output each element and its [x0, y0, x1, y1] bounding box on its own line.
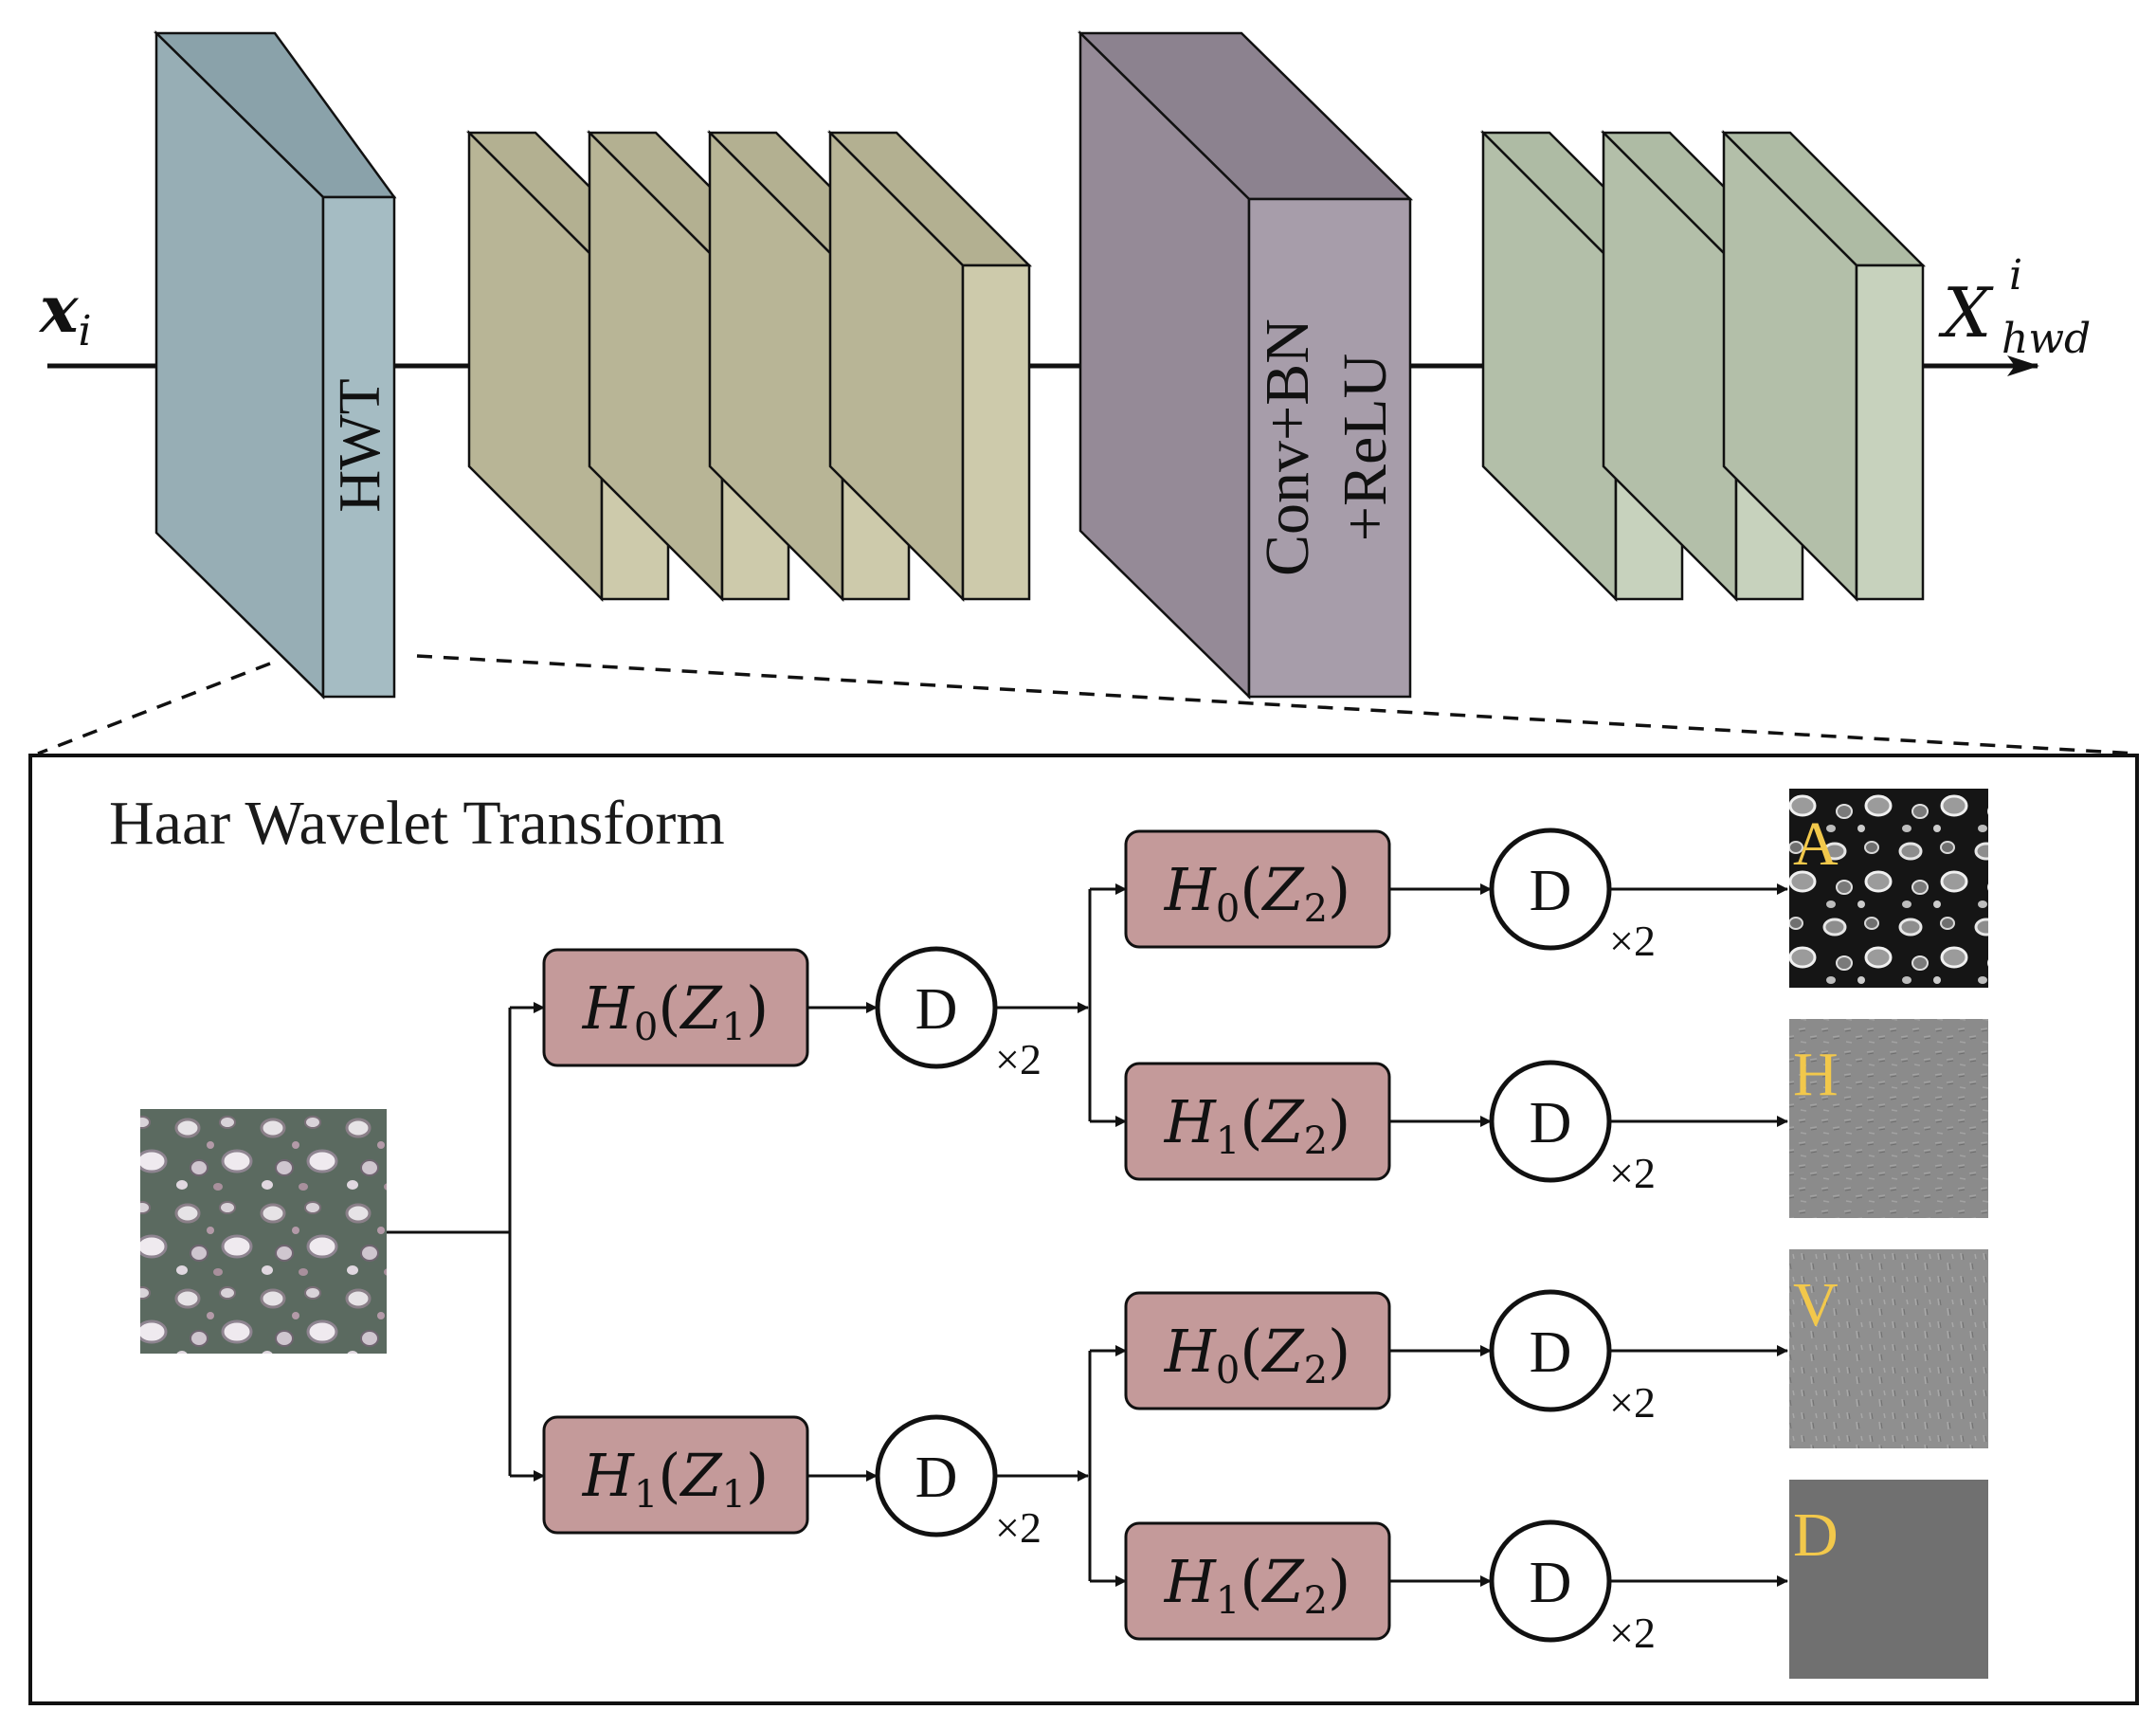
svg-text:×2: ×2	[1609, 1609, 1656, 1657]
green-block-3	[1720, 129, 1927, 603]
output-image-d: D	[1789, 1480, 1988, 1679]
hwt-block[interactable]: HWT	[153, 30, 397, 700]
level1-connectors	[807, 1002, 878, 1482]
output-label-sub: hwd	[2002, 315, 2091, 363]
svg-text:D: D	[1530, 1320, 1572, 1385]
conv-label-line1: Conv+BN	[1253, 318, 1322, 576]
input-branch-lines	[387, 1002, 545, 1482]
level2-branch-lines	[995, 883, 1127, 1587]
level1-filter-h1[interactable]: H1(Z1)	[542, 1415, 809, 1535]
svg-text:×2: ×2	[1609, 1378, 1656, 1427]
svg-text:D: D	[915, 977, 958, 1042]
output-image-a: A	[1789, 789, 1988, 988]
haar-panel-frame	[28, 754, 2139, 1705]
conv-label-line2: +ReLU	[1331, 354, 1400, 542]
output-connectors	[1609, 883, 1788, 1587]
svg-text:H1(Z2): H1(Z2)	[1164, 1087, 1350, 1163]
output-label: X	[1938, 273, 1994, 353]
svg-text:H0(Z2): H0(Z2)	[1164, 1317, 1350, 1392]
level1-filter-h0[interactable]: H0(Z1)	[542, 948, 809, 1067]
svg-text:×2: ×2	[1609, 917, 1656, 965]
level2-filter-h1-b[interactable]: H1(Z2)	[1124, 1521, 1391, 1641]
input-cell-image	[140, 1109, 387, 1354]
top-architecture: xi HWT	[38, 30, 2091, 700]
green-feature-blocks	[1479, 129, 1927, 603]
svg-text:H0(Z1): H0(Z1)	[582, 973, 769, 1049]
svg-text:×2: ×2	[995, 1035, 1042, 1083]
level2-filter-h0-b[interactable]: H0(Z2)	[1124, 1291, 1391, 1410]
level2-filter-h0-a[interactable]: H0(Z2)	[1124, 829, 1391, 949]
svg-text:D: D	[1530, 859, 1572, 923]
level2-downsample-2: D ×2	[1489, 1060, 1656, 1197]
svg-text:V: V	[1793, 1270, 1839, 1339]
output-label-sup: i	[2009, 251, 2022, 300]
zoom-line-left	[37, 662, 271, 755]
svg-text:D: D	[915, 1446, 958, 1510]
svg-text:H1(Z2): H1(Z2)	[1164, 1547, 1350, 1623]
level2-downsample-3: D ×2	[1489, 1289, 1656, 1427]
olive-block-4	[826, 129, 1033, 603]
svg-text:D: D	[1530, 1551, 1572, 1615]
svg-text:×2: ×2	[995, 1503, 1042, 1552]
olive-feature-blocks	[465, 129, 1033, 603]
level1-downsample-bottom: D ×2	[875, 1414, 1042, 1552]
level2-connectors	[1389, 883, 1492, 1587]
haar-panel: Haar Wavelet Transform H0(Z1) H1(Z1) D	[28, 754, 2139, 1705]
svg-text:×2: ×2	[1609, 1149, 1656, 1197]
svg-text:D: D	[1530, 1091, 1572, 1155]
level1-downsample-top: D ×2	[875, 946, 1042, 1083]
svg-text:H1(Z1): H1(Z1)	[582, 1441, 769, 1517]
conv-bn-relu-block[interactable]: Conv+BN +ReLU	[1077, 30, 1414, 700]
svg-text:H0(Z2): H0(Z2)	[1164, 855, 1350, 931]
input-label: xi	[38, 272, 92, 355]
svg-text:D: D	[1793, 1501, 1839, 1570]
level2-downsample-4: D ×2	[1489, 1519, 1656, 1657]
hwt-label: HWT	[328, 378, 392, 512]
haar-panel-title: Haar Wavelet Transform	[109, 789, 725, 858]
svg-text:H: H	[1793, 1040, 1839, 1109]
level2-filter-h1-a[interactable]: H1(Z2)	[1124, 1062, 1391, 1181]
output-image-v: V	[1789, 1249, 1988, 1448]
svg-text:A: A	[1793, 809, 1839, 879]
zoom-line-right	[416, 654, 2138, 755]
output-image-h: H	[1789, 1019, 1988, 1218]
level2-downsample-1: D ×2	[1489, 828, 1656, 965]
